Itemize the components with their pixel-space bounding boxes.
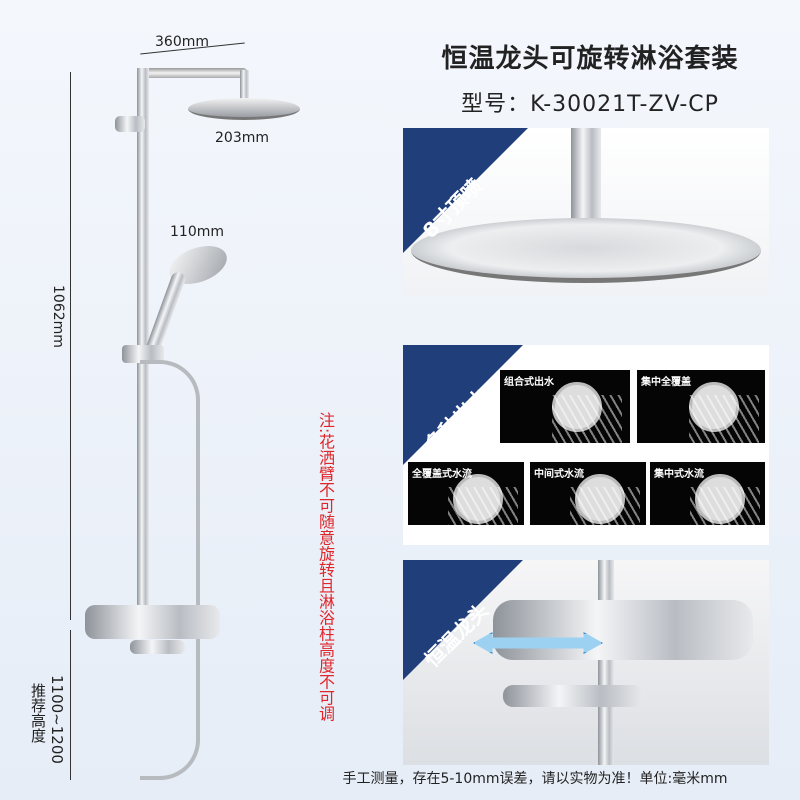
spout	[130, 640, 185, 654]
thermostat-bar	[85, 605, 220, 639]
hand-shower-dimension: 110mm	[170, 224, 224, 240]
shower-pipe	[571, 128, 601, 223]
badge-corner	[403, 560, 523, 680]
shower-illustration: 360mm 203mm 110mm 1062mm 1100~1200 推荐高度	[0, 0, 300, 800]
installation-note: 注:花洒臂不可随意旋转且淋浴柱高度不可调	[316, 412, 335, 722]
mode-label: 组合式出水	[504, 377, 554, 388]
badge-corner	[403, 345, 523, 465]
page-title: 恒温龙头可旋转淋浴套装	[441, 44, 739, 74]
drop-pipe	[240, 70, 249, 100]
hose	[140, 360, 200, 780]
badge-corner	[403, 128, 528, 253]
top-shower-dimension: 203mm	[215, 130, 269, 146]
recommended-line	[70, 630, 71, 780]
mode-label: 集中全覆盖	[641, 377, 691, 388]
panel-spray-modes: 组合式出水 集中全覆盖 全覆盖式水流 中间式水流 集中式水流 多种出水	[403, 345, 769, 545]
wall-bracket	[115, 116, 145, 132]
top-shower-head	[188, 98, 300, 120]
height-dimension: 1062mm	[50, 285, 66, 348]
recommended-height: 1100~1200	[48, 675, 66, 764]
panel-thermostat: 恒温龙头	[403, 560, 769, 765]
thermostat-image	[493, 600, 753, 660]
panel-top-shower: 8寸顶喷	[403, 128, 769, 296]
spout-image	[503, 685, 643, 707]
mode-label: 全覆盖式水流	[412, 469, 472, 480]
mode-card: 中间式水流	[530, 462, 646, 525]
mode-label: 中间式水流	[534, 469, 584, 480]
slider	[122, 345, 164, 363]
model-number: 型号：K-30021T-ZV-CP	[461, 92, 719, 117]
recommended-label: 推荐高度	[29, 683, 47, 743]
column-image	[598, 560, 614, 765]
arm-dimension: 360mm	[155, 34, 209, 50]
mode-card: 集中式水流	[650, 462, 765, 525]
mode-card: 全覆盖式水流	[408, 462, 524, 525]
arm	[138, 68, 248, 78]
mode-card: 集中全覆盖	[637, 370, 765, 443]
footer-note: 手工测量，存在5-10mm误差，请以实物为准！单位:毫米mm	[342, 771, 728, 787]
mode-label: 集中式水流	[654, 469, 704, 480]
height-dimension-line	[70, 72, 71, 620]
